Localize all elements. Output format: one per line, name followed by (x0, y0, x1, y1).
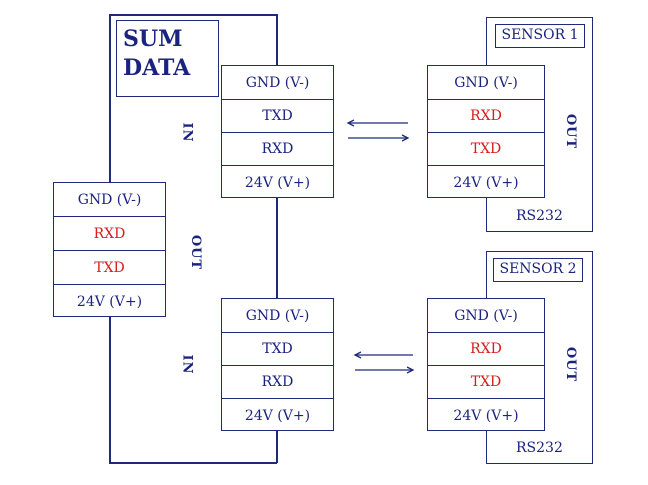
sensor-1-out-label: OUT (563, 113, 579, 150)
pin-gnd: GND (V-) (245, 74, 310, 91)
sensor-2-connector: GND (V-) RXD TXD 24V (V+) (427, 298, 545, 431)
pin-txd: TXD (222, 332, 333, 365)
pin-gnd: GND (V-) (245, 307, 310, 324)
pin-rxd: RXD (428, 332, 544, 365)
pin-rxd: RXD (54, 216, 165, 250)
sensor-2-label: SENSOR 2 (493, 258, 583, 282)
pin-24v: 24V (V+) (222, 398, 333, 432)
sum-in-label-2: IN (179, 354, 195, 375)
wire-right-top (276, 14, 278, 66)
sum-data-line2: DATA (123, 55, 191, 81)
sensor-2-rs232-label: RS232 (516, 440, 563, 456)
sensor-1-rs232-label: RS232 (516, 208, 563, 224)
sum-in-connector-2: GND (V-) TXD RXD 24V (V+) (221, 298, 334, 431)
signal-arrows-1 (346, 119, 410, 142)
pin-24v: 24V (V+) (54, 284, 165, 318)
wire-top (109, 14, 277, 16)
sum-in-connector-1: GND (V-) TXD RXD 24V (V+) (221, 65, 334, 198)
sum-data-line1: SUM (123, 26, 183, 52)
wire-right-bottom (276, 430, 278, 463)
pin-txd: TXD (428, 132, 544, 165)
pin-rxd: RXD (222, 365, 333, 398)
pin-24v: 24V (V+) (428, 398, 544, 432)
sum-out-connector: GND (V-) RXD TXD 24V (V+) (53, 182, 166, 317)
pin-rxd: RXD (428, 99, 544, 132)
pin-gnd: GND (V-) (454, 74, 518, 91)
sensor-1-label: SENSOR 1 (495, 24, 585, 48)
pin-txd: TXD (54, 250, 165, 284)
pin-txd: TXD (222, 99, 333, 132)
sum-in-label-1: IN (179, 122, 195, 143)
sensor-1-connector: GND (V-) RXD TXD 24V (V+) (427, 65, 545, 198)
signal-arrows-2 (353, 351, 415, 374)
sum-out-label: OUT (188, 234, 204, 271)
pin-txd: TXD (428, 365, 544, 398)
pin-24v: 24V (V+) (222, 165, 333, 199)
wire-right-mid (276, 197, 278, 298)
sensor-2-out-label: OUT (563, 346, 579, 383)
sum-data-label: SUM DATA (116, 20, 219, 97)
pin-gnd: GND (V-) (454, 307, 518, 324)
pin-gnd: GND (V-) (77, 191, 142, 208)
pin-24v: 24V (V+) (428, 165, 544, 199)
pin-rxd: RXD (222, 132, 333, 165)
wire-bottom (109, 462, 277, 464)
